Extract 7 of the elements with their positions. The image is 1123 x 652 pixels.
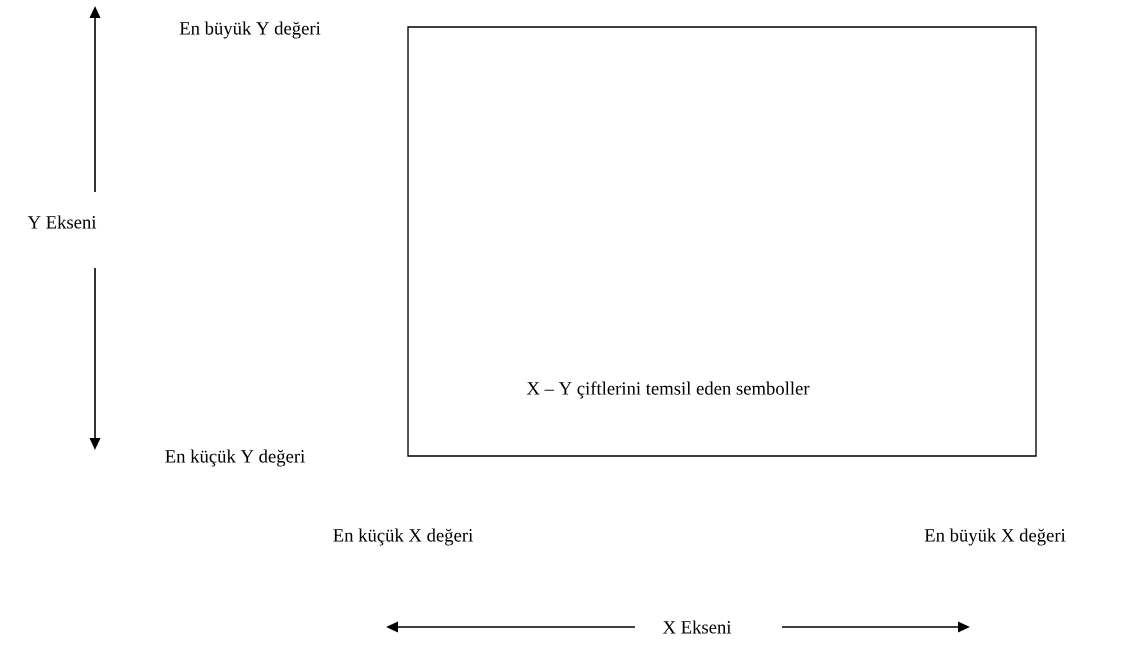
axis-label: En küçük Y değeri [165,449,305,467]
axis-label: X Ekseni [662,620,732,634]
axis-label: En büyük Y değeri [179,21,321,39]
axis-label: En küçük X değeri [333,528,473,546]
plot-area-box: X – Y çiftlerini temsil eden semboller [407,26,1037,457]
axis-label: Y Ekseni [27,215,97,229]
axis-label: En büyük X değeri [924,528,1066,546]
